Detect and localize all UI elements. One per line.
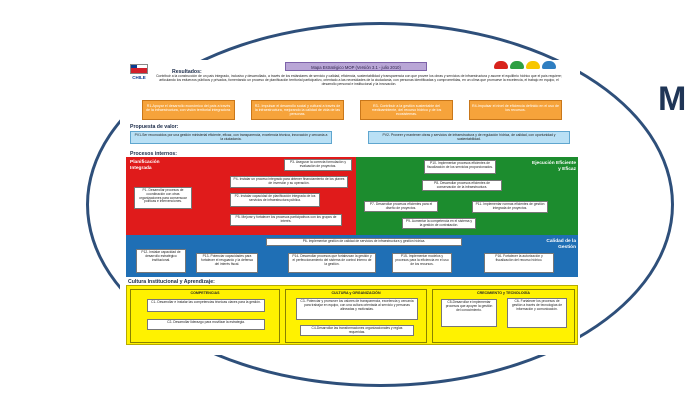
- cultura-col-head: COMPETENCIAS: [190, 291, 220, 295]
- cultura-col-head: CRECIMIENTO y TECNOLOGÍA: [476, 291, 531, 295]
- resultados-text: Contribuir a la construcción de un país …: [156, 74, 562, 86]
- cultura-col-head: CULTURA y ORGANIZACIÓN: [331, 291, 381, 295]
- strategy-map: CHILE Mapa Estratégico MOP (Versión 3.1 …: [120, 60, 580, 355]
- cultura-col-organizacion: CULTURA y ORGANIZACIÓN C3- Potenciar y p…: [285, 289, 427, 343]
- process-box-p10: P10- Implementar procesos eficientes de …: [424, 160, 496, 174]
- cultura-box-c5: C5-Desarrollar e implementar procesos qu…: [441, 299, 497, 327]
- process-box-p8: P8- Desarrollar procesos eficientes de c…: [422, 180, 502, 191]
- resultados-boxes: R1-Apoyar el desarrollo económico del pa…: [142, 100, 562, 120]
- resultado-box-r3: R3- Contribuir a la gestión sustentable …: [360, 100, 453, 120]
- process-box-p1: P1- Desarrollar procesos de coordinación…: [134, 187, 192, 209]
- propuesta-box-pv1: PV1-Ser reconocidos por una gestión mini…: [130, 131, 332, 144]
- process-box-p16: P16- Fortalecer la autorización y fiscal…: [484, 253, 554, 273]
- yellow-dot-icon: [526, 61, 540, 69]
- green-dot-icon: [510, 61, 524, 69]
- process-box-p2: P2- Instalar capacidad de planificación …: [230, 193, 320, 207]
- process-box-p4: P4- Instalar un proceso integrado para o…: [230, 176, 348, 188]
- header-dots: [494, 61, 556, 69]
- zone-title-calidad: Calidad de la Gestión: [546, 239, 576, 250]
- map-title: Mapa Estratégico MOP (Versión 3.1 - juli…: [285, 62, 427, 71]
- resultado-box-r1: R1-Apoyar el desarrollo económico del pa…: [142, 100, 235, 120]
- cultura-col-competencias: COMPETENCIAS C1- Desarrollar e instalar …: [130, 289, 280, 343]
- cultura-box-c1: C1- Desarrollar e instalar las competenc…: [147, 299, 265, 312]
- zone-title-planificacion: Planificación Integrada: [130, 160, 160, 171]
- cultura-col-tecnologia: CRECIMIENTO y TECNOLOGÍA C5-Desarrollar …: [432, 289, 575, 343]
- process-box-p5: P5- Mejorar y fortalecer los procesos pa…: [230, 214, 342, 226]
- resultado-box-r4: R4-Impulsar el nivel de eficiencia defin…: [469, 100, 562, 120]
- logo-text: CHILE: [132, 75, 146, 80]
- procesos-area: Planificación Integrada Ejecución Eficie…: [126, 157, 578, 277]
- cultura-label: Cultura Institucional y Aprendizaje:: [128, 279, 215, 285]
- cultura-area: COMPETENCIAS C1- Desarrollar e instalar …: [126, 285, 578, 345]
- procesos-label: Procesos internos:: [130, 151, 177, 157]
- blue-dot-icon: [542, 61, 556, 69]
- process-box-p3: P3- Asegurar la correcta formulación y e…: [284, 159, 352, 171]
- process-box-p9: P9- Aumentar la competencia en el sistem…: [402, 218, 476, 229]
- process-box-p7: P7- Desarrollar procesos eficientes para…: [364, 201, 438, 212]
- process-box-p12: P12- Instalar capacidad de desarrollo es…: [136, 249, 186, 273]
- cultura-box-c4: C4-Desarrollar las transformaciones orga…: [300, 325, 414, 336]
- process-box-p13: P13- Potenciar capacidades para fortalec…: [196, 253, 258, 273]
- zone-title-ejecucion: Ejecución Eficiente y Eficaz: [532, 161, 576, 172]
- chile-flag-icon: [130, 64, 148, 74]
- chile-logo: CHILE: [128, 64, 150, 82]
- process-box-p14: P14- Desarrollar procesos que fortalezca…: [288, 253, 376, 273]
- cultura-box-c2: C2- Desarrollar liderazgo para movilizar…: [147, 319, 265, 330]
- propuesta-label: Propuesta de valor:: [130, 124, 179, 130]
- slide-title-fragment: M: [658, 80, 687, 118]
- process-box-p15: P15- Implementar modelos y procesos para…: [392, 253, 452, 273]
- resultados-label: Resultados:: [172, 69, 202, 75]
- red-dot-icon: [494, 61, 508, 69]
- propuesta-boxes: PV1-Ser reconocidos por una gestión mini…: [130, 131, 570, 144]
- process-box-p11: P11- Implementar normas eficientes de ge…: [472, 201, 548, 213]
- resultado-box-r2: R2- Impulsar el desarrollo social y cult…: [251, 100, 344, 120]
- cultura-box-c6: C6- Fortalecer los procesos de gestión a…: [507, 298, 567, 328]
- process-box-p6: P6- Implementar gestión de calidad de se…: [266, 238, 462, 246]
- cultura-box-c3: C3- Potenciar y promover los valores de …: [296, 298, 418, 320]
- propuesta-box-pv2: PV2- Proveer y mantener obras y servicio…: [368, 131, 570, 144]
